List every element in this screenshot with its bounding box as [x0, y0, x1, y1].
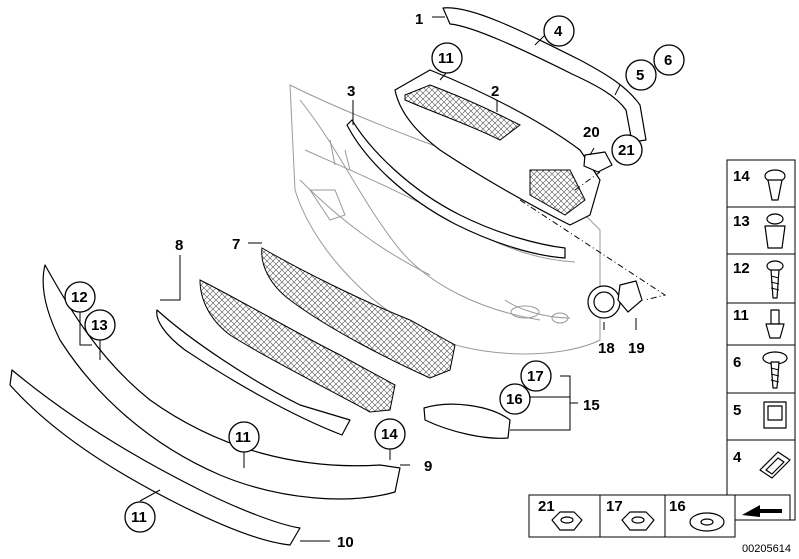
- flange-screw-icon: [762, 351, 788, 389]
- expanding-rivet-icon: [764, 213, 786, 249]
- part-8-outer-frame: [156, 309, 351, 436]
- callout-4: 4: [543, 15, 575, 47]
- hex-nut-large-icon: [621, 511, 655, 531]
- label-8: 8: [175, 237, 183, 254]
- spring-clip-icon: [759, 451, 791, 479]
- washer-icon: [689, 512, 725, 532]
- part-18-emblem-inner: [593, 291, 615, 313]
- svg-text:11: 11: [131, 509, 147, 526]
- label-19: 19: [628, 340, 645, 357]
- svg-text:11: 11: [438, 50, 454, 67]
- svg-text:11: 11: [235, 429, 251, 446]
- part-20-bracket: [583, 151, 613, 173]
- part-9-spoiler: [42, 264, 401, 500]
- legend-label-14: 14: [733, 168, 750, 185]
- part-2-grille-mesh-2: [529, 169, 586, 216]
- indicator-line-1: [519, 199, 667, 301]
- bottom-label-21: 21: [538, 498, 555, 515]
- svg-text:21: 21: [618, 142, 635, 159]
- part-19-holder: [617, 280, 643, 313]
- callout-13: 13: [84, 309, 116, 341]
- bottom-fastener-legend: 21 17 16: [528, 494, 736, 538]
- clip-pin-icon: [765, 309, 785, 339]
- label-7: 7: [232, 236, 240, 253]
- leader-lines: [79, 16, 637, 542]
- label-9: 9: [424, 458, 432, 475]
- label-20: 20: [583, 124, 600, 141]
- clip-nut-icon: [763, 401, 787, 429]
- callout-16: 16: [499, 383, 531, 415]
- fastener-legend: 14 13 12 11 6 5: [726, 159, 796, 521]
- callout-17: 17: [520, 360, 552, 392]
- svg-text:4: 4: [554, 23, 563, 40]
- label-3: 3: [347, 83, 355, 100]
- svg-text:6: 6: [664, 52, 672, 69]
- callout-5: 5: [625, 59, 657, 91]
- label-10: 10: [337, 534, 354, 551]
- label-1: 1: [415, 11, 423, 28]
- legend-label-5: 5: [733, 402, 741, 419]
- indicator-line-2: [574, 171, 601, 191]
- part-8-grille-frame: [199, 279, 396, 413]
- hex-nut-icon: [551, 511, 583, 531]
- legend-label-13: 13: [733, 213, 750, 230]
- arrow-icon: [734, 494, 791, 521]
- part-3-chrome-strip: [346, 119, 566, 259]
- callout-6: 6: [653, 44, 685, 76]
- legend-label-6: 6: [733, 354, 741, 371]
- part-7-lower-grille: [261, 247, 456, 379]
- callout-11-mid: 11: [228, 421, 260, 453]
- svg-text:17: 17: [527, 368, 544, 385]
- push-rivet-icon: [764, 169, 786, 201]
- callout-12: 12: [64, 281, 96, 313]
- svg-text:14: 14: [381, 426, 398, 443]
- svg-text:5: 5: [636, 67, 644, 84]
- diagram-code: 00205614: [742, 543, 791, 555]
- bottom-label-17: 17: [606, 498, 623, 515]
- callout-11-top: 11: [431, 42, 463, 74]
- label-2: 2: [491, 83, 499, 100]
- callout-21: 21: [611, 134, 643, 166]
- svg-text:13: 13: [91, 317, 108, 334]
- label-15: 15: [583, 397, 600, 414]
- label-18: 18: [598, 340, 615, 357]
- part-10-splash-guard: [9, 369, 301, 546]
- part-2-grille-mesh: [404, 84, 521, 141]
- callout-14: 14: [374, 418, 406, 450]
- legend-label-12: 12: [733, 260, 750, 277]
- legend-label-4: 4: [733, 449, 742, 466]
- legend-label-11: 11: [733, 307, 749, 324]
- svg-text:12: 12: [71, 289, 88, 306]
- screw-icon: [766, 260, 784, 299]
- part-15-badge: [423, 403, 511, 439]
- bottom-label-16: 16: [669, 498, 686, 515]
- svg-text:16: 16: [506, 391, 523, 408]
- callout-11-bottom: 11: [124, 501, 156, 533]
